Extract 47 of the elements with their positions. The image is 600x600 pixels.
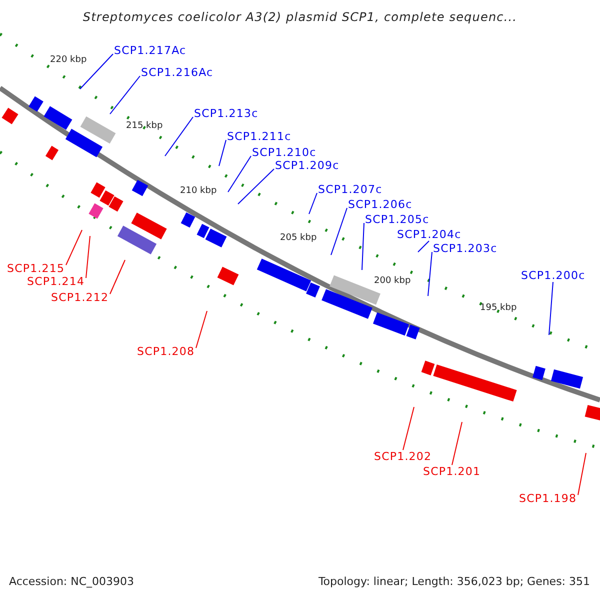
gene-label: SCP1.213c — [194, 108, 258, 119]
scale-label: 205 kbp — [280, 234, 317, 243]
gene-label: SCP1.198 — [519, 493, 577, 504]
gene-label: SCP1.203c — [433, 243, 498, 254]
gene-label: SCP1.216Ac — [141, 67, 214, 78]
gene-label: SCP1.201 — [423, 466, 481, 477]
gene-label: SCP1.202 — [374, 451, 432, 462]
leader-line — [110, 76, 140, 114]
scale-label: 210 kbp — [180, 187, 217, 196]
leader-line — [402, 406, 414, 450]
leader-line — [218, 140, 226, 166]
gene-label: SCP1.214 — [27, 276, 85, 287]
leader-line — [196, 310, 208, 348]
leader-line — [308, 192, 318, 214]
leader-line — [164, 116, 194, 156]
scale-label: 215 kbp — [126, 122, 163, 131]
leader-line — [238, 168, 274, 204]
leader-line — [418, 240, 430, 252]
gene-label: SCP1.215 — [7, 263, 65, 274]
leader-line — [578, 452, 586, 496]
scale-label: 195 kbp — [480, 304, 517, 313]
leader-line — [80, 54, 114, 90]
summary-text: Topology: linear; Length: 356,023 bp; Genes: 351 — [318, 576, 590, 587]
gene-label: SCP1.212 — [51, 292, 109, 303]
gene-label: SCP1.207c — [318, 184, 382, 195]
gene-label: SCP1.205c — [365, 214, 430, 225]
gene-label: SCP1.210c — [252, 147, 316, 158]
leader-line — [548, 282, 554, 336]
leader-line — [452, 422, 462, 466]
accession-text: Accession: NC_003903 — [9, 576, 134, 587]
gene-label: SCP1.209c — [275, 160, 340, 171]
leader-line — [110, 260, 126, 294]
scale-label: 220 kbp — [50, 56, 87, 65]
gene-label: SCP1.208 — [137, 346, 195, 357]
gene-label: SCP1.200c — [521, 270, 586, 281]
leader-line — [428, 252, 432, 296]
title: Streptomyces coelicolor A3(2) plasmid SCP1, complete sequenc... — [82, 11, 518, 23]
leader-line — [228, 156, 252, 192]
leader-line — [330, 208, 348, 256]
gene-label: SCP1.211c — [227, 131, 292, 142]
leader-line — [66, 230, 82, 266]
gene-label: SCP1.204c — [397, 229, 462, 240]
scale-label: 200 kbp — [374, 277, 411, 286]
gene-label: SCP1.206c — [348, 199, 412, 210]
leader-line — [86, 236, 90, 278]
leader-line — [362, 222, 364, 270]
gene-label: SCP1.217Ac — [114, 45, 186, 56]
